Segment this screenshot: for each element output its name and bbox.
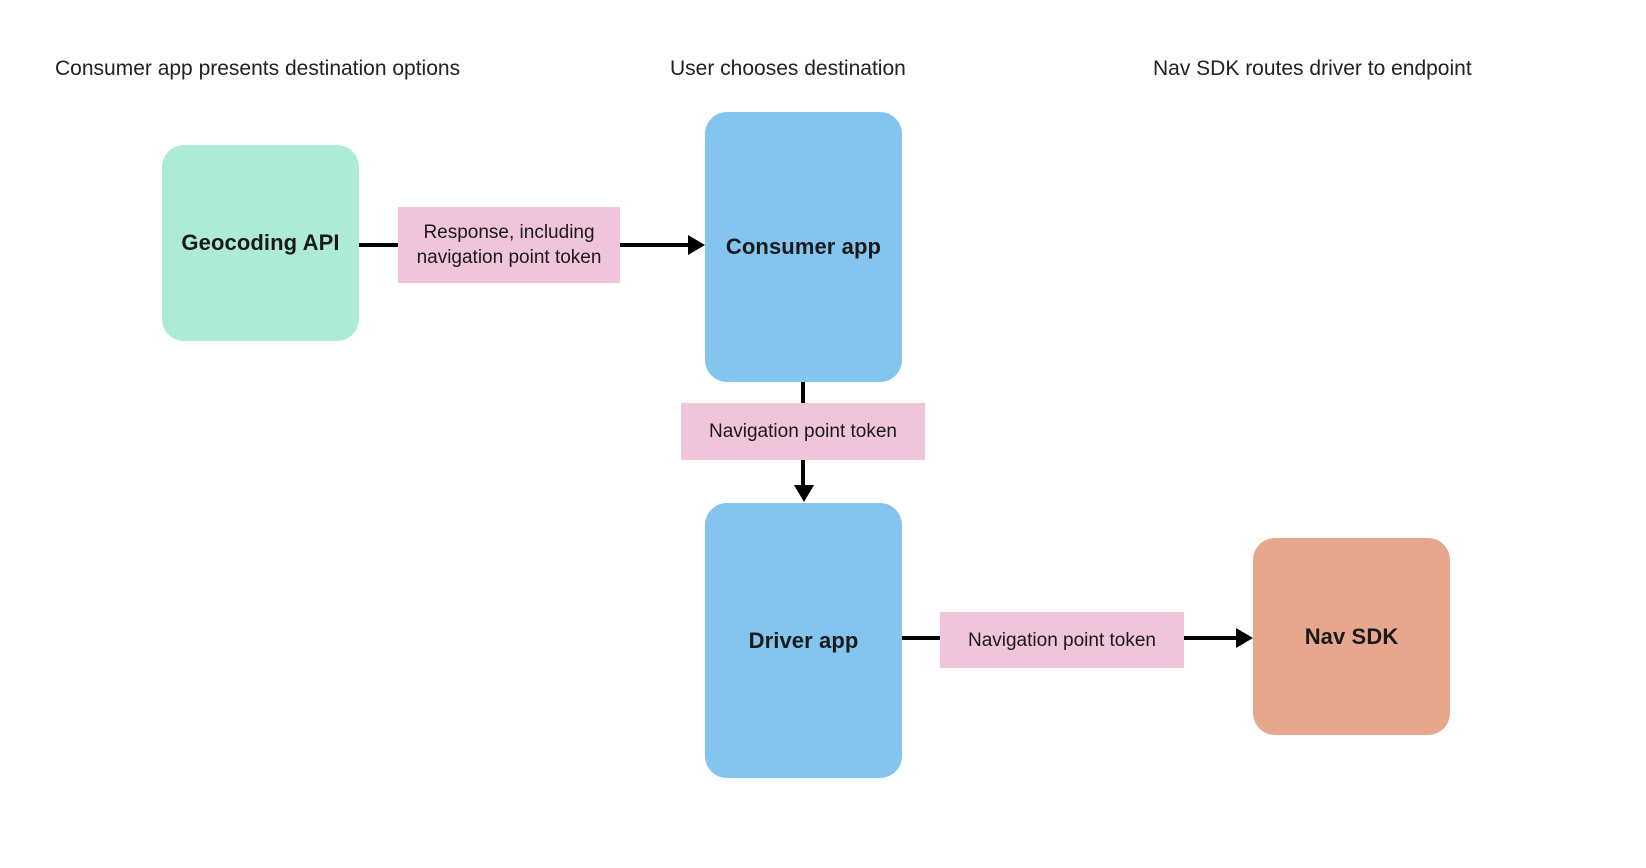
- node-label-geocoding-api: Geocoding API: [181, 230, 340, 255]
- arrowhead-down-icon: [794, 485, 814, 502]
- column-header-nav-sdk-routes-driver: Nav SDK routes driver to endpoint: [1153, 57, 1472, 80]
- arrowhead-right-icon: [1236, 628, 1253, 648]
- edge-label-response-including-navigation-point-token: Response, including navigation point tok…: [398, 207, 620, 283]
- node-nav-sdk[interactable]: Nav SDK: [1253, 538, 1450, 735]
- node-label-driver-app: Driver app: [748, 627, 859, 653]
- node-label-consumer-app: Consumer app: [725, 234, 882, 259]
- node-label-nav-sdk: Nav SDK: [1304, 623, 1399, 649]
- node-driver-app[interactable]: Driver app: [705, 503, 902, 778]
- column-header-consumer-app-options: Consumer app presents destination option…: [55, 57, 461, 80]
- node-consumer-app[interactable]: Consumer app: [705, 112, 902, 382]
- column-header-user-chooses-destination: User chooses destination: [670, 57, 906, 80]
- node-geocoding-api[interactable]: Geocoding API: [162, 145, 359, 341]
- arrowhead-right-icon: [688, 235, 705, 255]
- edge-label-navigation-point-token-consumer-to-driver: Navigation point token: [681, 403, 925, 460]
- edge-label-navigation-point-token-driver-to-nav-sdk: Navigation point token: [940, 612, 1184, 668]
